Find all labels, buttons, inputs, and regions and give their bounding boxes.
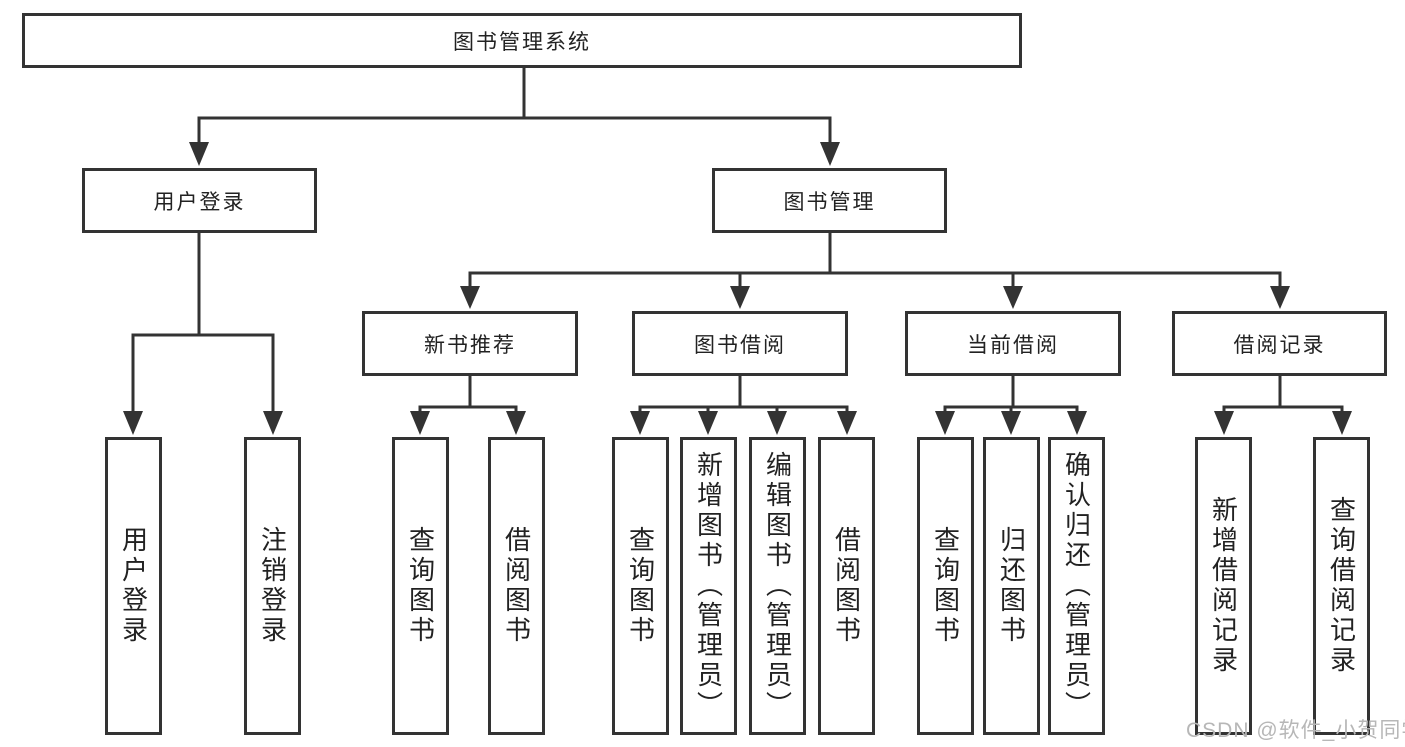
leaf-bb-edit-books-admin: 编辑图书（管理员） (749, 437, 806, 735)
leaf-cb-query-books: 查询图书 (917, 437, 974, 735)
node-borrow-records: 借阅记录 (1172, 311, 1387, 376)
node-current-borrow-label: 当前借阅 (967, 333, 1059, 357)
leaf-bb-add-books-admin: 新增图书（管理员） (680, 437, 737, 735)
node-book-borrow: 图书借阅 (632, 311, 848, 376)
leaf-cb-return-books: 归还图书 (983, 437, 1040, 735)
leaf-cb-confirm-return-admin: 确认归还（管理员） (1048, 437, 1105, 735)
leaf-user-login: 用户登录 (105, 437, 162, 735)
leaf-br-add-record: 新增借阅记录 (1195, 437, 1252, 735)
node-new-book-recommend-label: 新书推荐 (424, 333, 516, 357)
node-new-book-recommend: 新书推荐 (362, 311, 578, 376)
leaf-br-add-record-label: 新增借阅记录 (1208, 496, 1239, 676)
node-book-management: 图书管理 (712, 168, 947, 233)
node-user-login-label: 用户登录 (153, 190, 246, 214)
node-borrow-records-label: 借阅记录 (1233, 333, 1326, 357)
node-root: 图书管理系统 (22, 13, 1022, 68)
node-current-borrow: 当前借阅 (905, 311, 1121, 376)
leaf-cb-query-books-label: 查询图书 (930, 526, 961, 646)
leaf-br-query-record-label: 查询借阅记录 (1326, 496, 1357, 676)
csdn-watermark: CSDN @软件_小贺同学 (1186, 719, 1405, 742)
leaf-bb-query-books-label: 查询图书 (625, 526, 656, 646)
leaf-cb-return-books-label: 归还图书 (996, 526, 1027, 646)
connector-root-to-level2 (189, 68, 840, 166)
leaf-nbr-query-books: 查询图书 (392, 437, 449, 735)
leaf-bb-borrow-books-label: 借阅图书 (831, 526, 862, 646)
leaf-cb-confirm-return-admin-label: 确认归还（管理员） (1061, 451, 1092, 721)
node-user-login: 用户登录 (82, 168, 317, 233)
connector-borrow-records-children (1214, 376, 1352, 435)
connector-current-borrow-children (935, 376, 1087, 435)
leaf-bb-add-books-admin-label: 新增图书（管理员） (693, 451, 724, 721)
leaf-nbr-borrow-books-label: 借阅图书 (501, 526, 532, 646)
connector-book-borrow-children (630, 376, 857, 435)
leaf-logout: 注销登录 (244, 437, 301, 735)
leaf-bb-borrow-books: 借阅图书 (818, 437, 875, 735)
connector-new-book-recommend-children (410, 376, 526, 435)
leaf-user-login-label: 用户登录 (118, 526, 149, 646)
leaf-logout-label: 注销登录 (257, 526, 288, 646)
connector-book-management-children (460, 232, 1290, 309)
node-book-management-label: 图书管理 (783, 190, 876, 214)
leaf-nbr-query-books-label: 查询图书 (405, 526, 436, 646)
leaf-bb-edit-books-admin-label: 编辑图书（管理员） (762, 451, 793, 721)
leaf-br-query-record: 查询借阅记录 (1313, 437, 1370, 735)
leaf-bb-query-books: 查询图书 (612, 437, 669, 735)
leaf-nbr-borrow-books: 借阅图书 (488, 437, 545, 735)
node-book-borrow-label: 图书借阅 (694, 333, 786, 357)
node-root-label: 图书管理系统 (453, 30, 591, 54)
connector-user-login-children (123, 233, 283, 435)
